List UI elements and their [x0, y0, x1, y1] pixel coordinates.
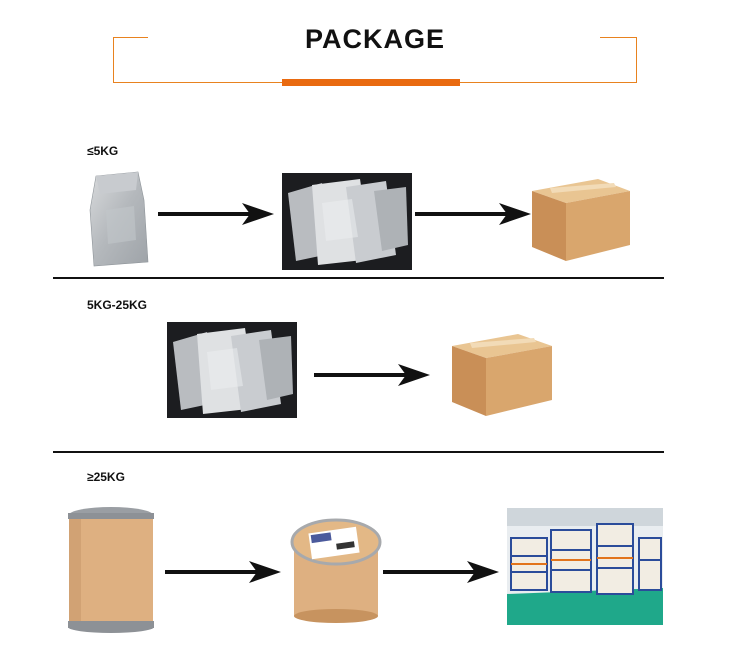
frame-top-left — [113, 37, 148, 38]
foil-bags-group-image — [282, 173, 412, 270]
title-underline-bar — [282, 79, 460, 86]
section-label-small: ≤5KG — [87, 144, 119, 158]
fiber-drum-image — [68, 507, 154, 633]
warehouse-image — [507, 508, 663, 625]
arrow-right-icon — [415, 203, 531, 225]
carton-box-image — [532, 179, 630, 261]
arrow-right-icon — [165, 561, 281, 583]
frame-left — [113, 37, 114, 82]
frame-right — [636, 37, 637, 82]
section-label-medium: 5KG-25KG — [87, 298, 148, 312]
arrow-right-icon — [314, 364, 430, 386]
arrow-right-icon — [383, 561, 499, 583]
section-divider — [53, 277, 664, 279]
page-title: PACKAGE — [304, 24, 445, 54]
section-divider — [53, 451, 664, 453]
section-label-large: ≥25KG — [87, 470, 125, 484]
fiber-drum-labeled-image — [290, 518, 382, 623]
arrow-right-icon — [158, 203, 274, 225]
frame-top-right — [600, 37, 637, 38]
foil-bags-group-image — [167, 322, 297, 418]
carton-box-image — [452, 334, 552, 416]
foil-bag-image — [89, 171, 149, 267]
